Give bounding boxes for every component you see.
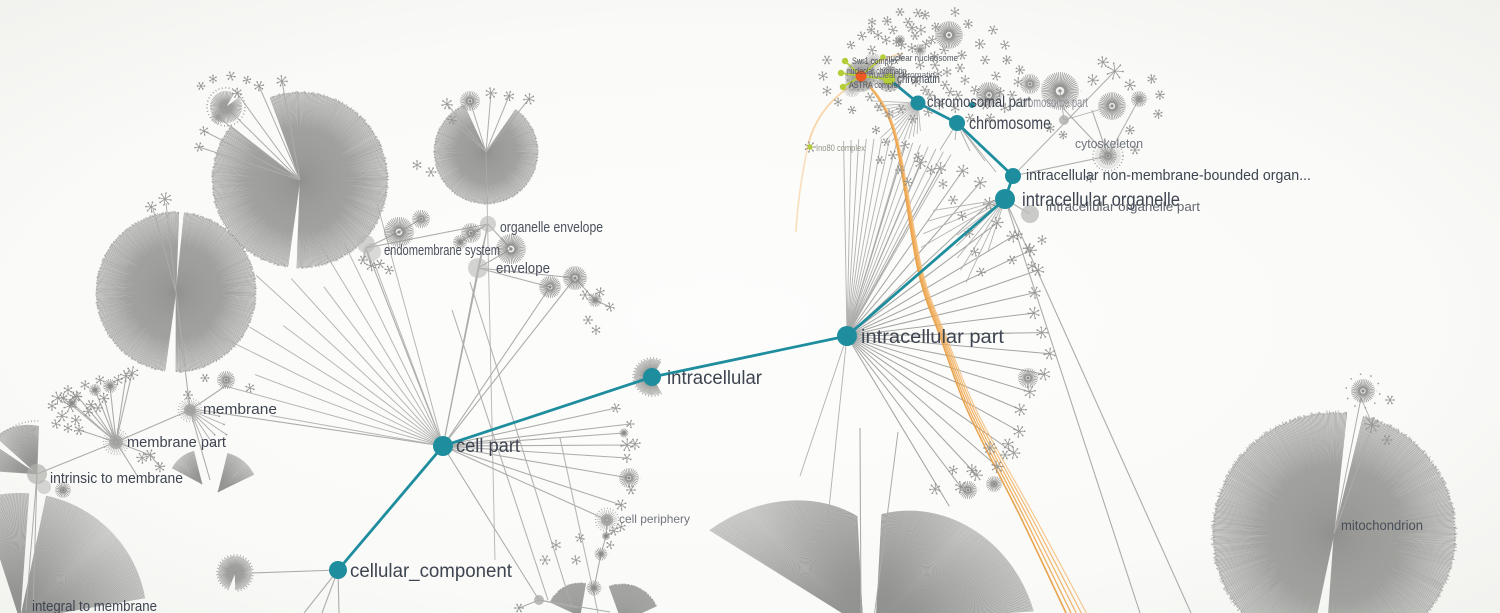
svg-text:envelope: envelope — [496, 261, 550, 277]
svg-text:intracellular part: intracellular part — [861, 327, 1005, 348]
svg-text:cell part: cell part — [456, 436, 521, 457]
svg-text:endomembrane system: endomembrane system — [384, 243, 500, 259]
svg-text:cytoskeleton: cytoskeleton — [1075, 136, 1143, 151]
svg-text:nuclear nucleosome: nuclear nucleosome — [886, 53, 958, 64]
svg-text:cellular_component: cellular_component — [350, 561, 513, 582]
svg-text:intracellular non-membrane-bou: intracellular non-membrane-bounded organ… — [1026, 168, 1311, 184]
svg-text:intracellular organelle part: intracellular organelle part — [1046, 200, 1201, 214]
svg-text:intrinsic to membrane: intrinsic to membrane — [50, 470, 183, 487]
svg-text:chromosome: chromosome — [969, 113, 1051, 133]
svg-text:intracellular organelle: intracellular organelle — [1022, 189, 1180, 211]
svg-text:organelle envelope: organelle envelope — [500, 220, 603, 236]
svg-text:integral to membrane: integral to membrane — [32, 598, 157, 613]
svg-text:membrane part: membrane part — [127, 434, 227, 451]
svg-text:chromosome part: chromosome part — [1015, 95, 1088, 110]
svg-text:Ino80 complex: Ino80 complex — [816, 143, 865, 153]
svg-text:mitochondrion: mitochondrion — [1341, 518, 1423, 533]
svg-text:chromosomal part: chromosomal part — [927, 94, 1031, 111]
svg-text:membrane: membrane — [203, 401, 277, 418]
svg-text:cell periphery: cell periphery — [619, 512, 690, 526]
svg-text:chromatin: chromatin — [897, 72, 940, 86]
svg-text:nucleolar chromatin: nucleolar chromatin — [847, 66, 906, 76]
svg-text:intracellular: intracellular — [667, 368, 763, 389]
svg-text:Swr1 complex: Swr1 complex — [852, 56, 898, 67]
svg-text:nuclear chromatin: nuclear chromatin — [869, 70, 935, 80]
svg-text:ASTRA complex: ASTRA complex — [849, 80, 901, 91]
